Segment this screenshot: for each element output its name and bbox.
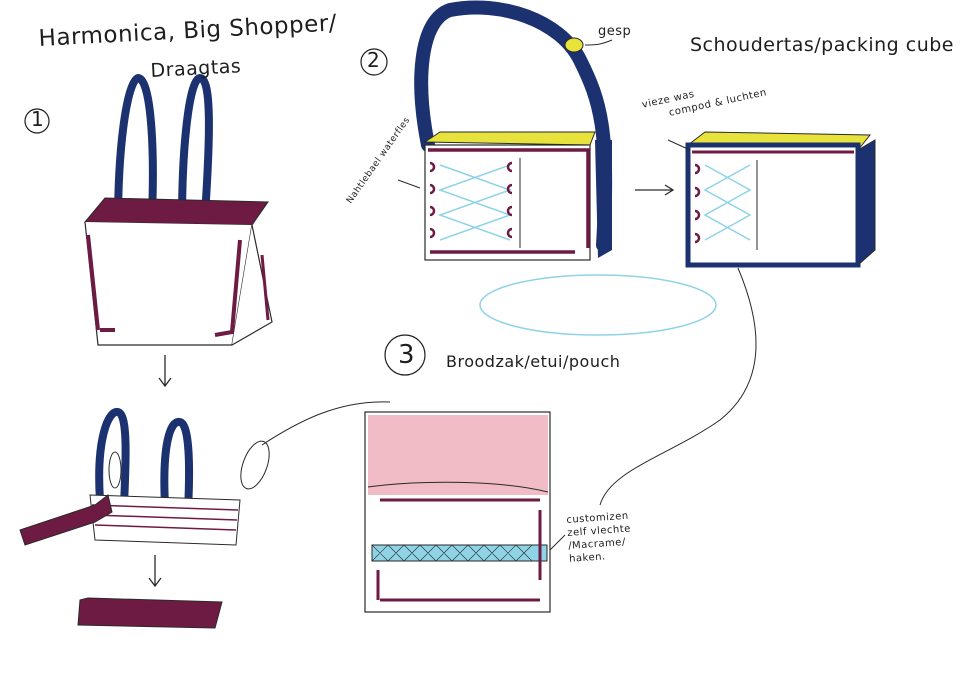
gesp-pointer [584, 39, 613, 46]
arrow-down-2 [148, 555, 162, 588]
connector-curve-2 [599, 267, 757, 506]
connector-curve-1 [261, 401, 391, 446]
section3-number: 3 [398, 340, 415, 370]
circle-number-3 [384, 334, 426, 376]
vieze-pointer [667, 139, 691, 151]
tote-bag-drawing [83, 73, 273, 346]
folded-bag-drawing [19, 408, 270, 546]
section1-number: 1 [31, 107, 44, 131]
pouch-drawing [364, 411, 551, 613]
section2-number: 2 [367, 48, 380, 72]
section3-title: Broodzak/etui/pouch [446, 352, 621, 371]
circle-number-1 [24, 108, 50, 134]
ruimte-ellipse [479, 274, 717, 336]
custom-label: customizen zelf vlechte /Macrame/ haken. [566, 510, 632, 565]
custom-pointer [549, 534, 566, 551]
packing-cube-drawing [685, 131, 876, 268]
arrow-down-1 [158, 355, 172, 388]
circle-number-2 [360, 48, 388, 76]
arrow-right [635, 184, 675, 196]
shoulder-bag-drawing [414, 0, 613, 261]
section2-title: Schoudertas/packing cube [690, 34, 954, 56]
gesp-label: gesp [598, 24, 632, 39]
nahtle-pointer [397, 179, 421, 189]
flat-pouch-drawing [77, 597, 223, 629]
